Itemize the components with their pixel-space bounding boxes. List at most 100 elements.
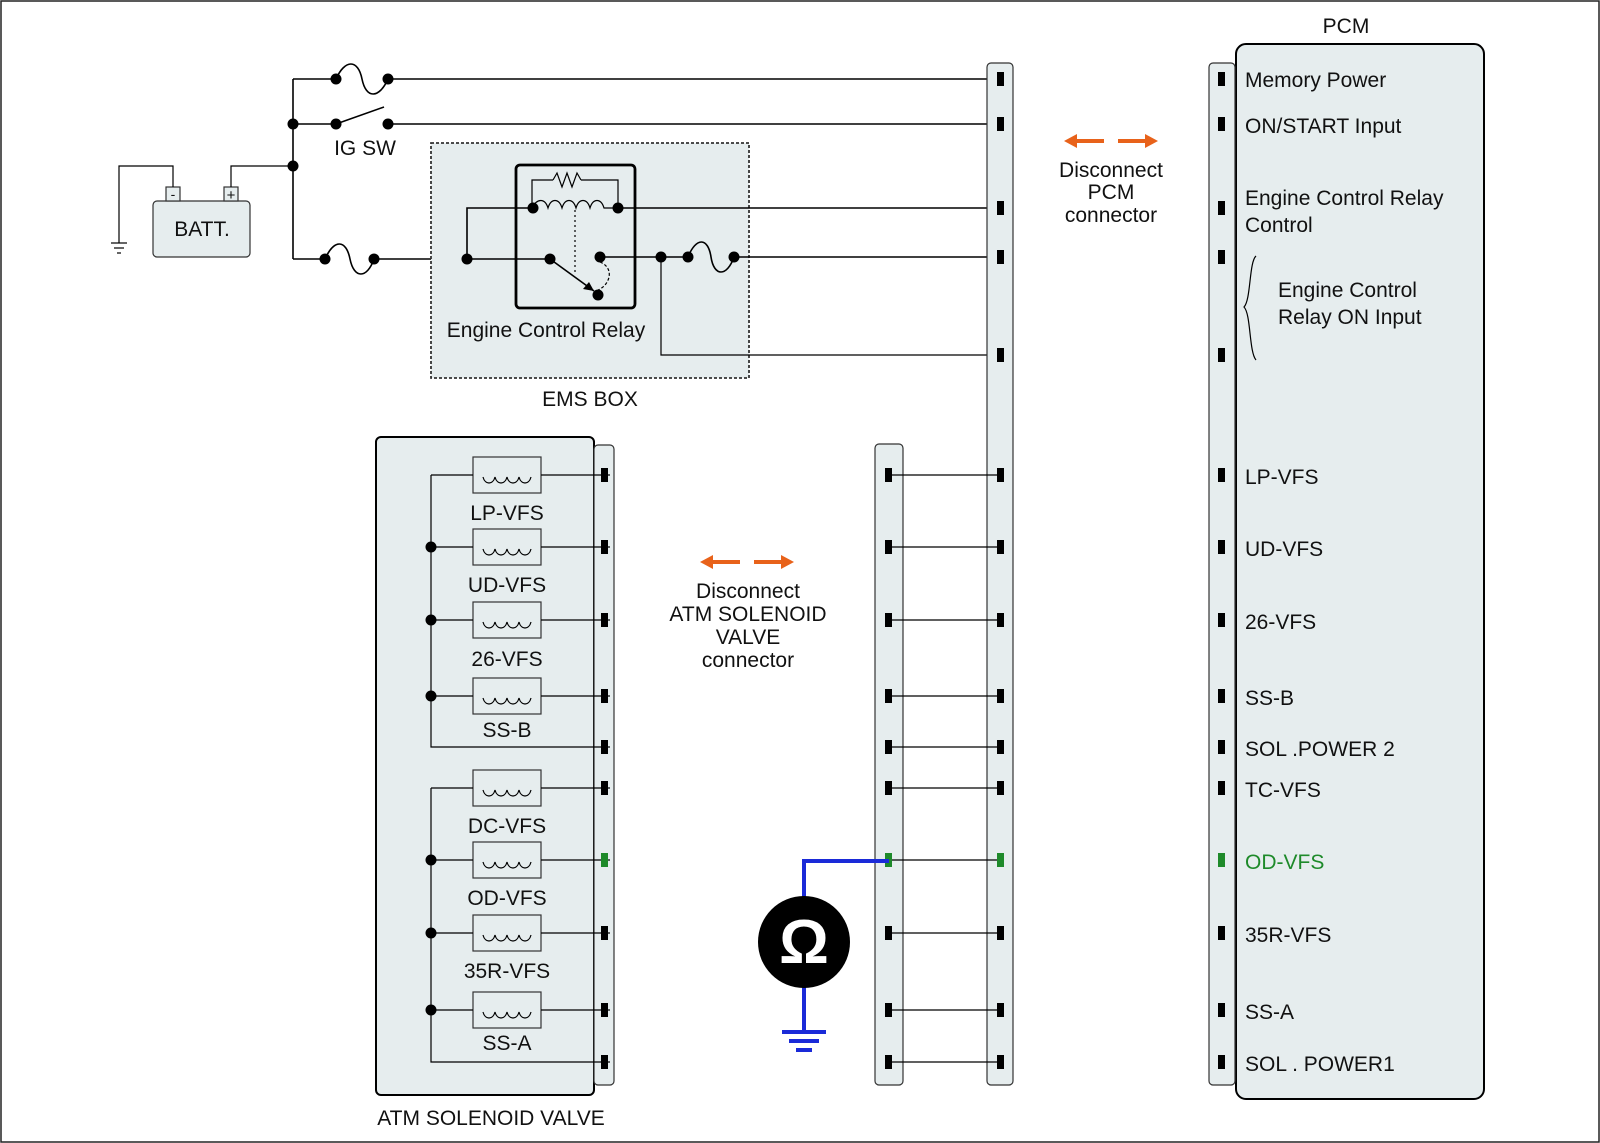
ohm-icon: Ω bbox=[779, 908, 829, 977]
pcm-pin bbox=[1218, 250, 1225, 264]
pcm-pin bbox=[1218, 689, 1225, 703]
pcm-pin bbox=[1218, 540, 1225, 554]
pcm-pin bbox=[1218, 1003, 1225, 1017]
pcm-pin bbox=[1218, 740, 1225, 754]
valve-pin bbox=[601, 1055, 608, 1069]
pcm-pin-label: Relay ON Input bbox=[1278, 306, 1422, 329]
pcm-pin-label: ON/START Input bbox=[1245, 115, 1402, 138]
harness-pin bbox=[997, 540, 1004, 554]
pcm-pin bbox=[1218, 117, 1225, 131]
harness-pin bbox=[885, 1003, 892, 1017]
pcm-pin-label: SOL . POWER1 bbox=[1245, 1053, 1395, 1076]
pcm-pin bbox=[1218, 72, 1225, 86]
atm-solenoid-valve-connector bbox=[593, 444, 615, 1086]
pcm-pin-label: Engine Control bbox=[1278, 279, 1417, 302]
harness-pin bbox=[997, 781, 1004, 795]
pcm-pin-label: LP-VFS bbox=[1245, 466, 1319, 489]
valve-pin bbox=[601, 781, 608, 795]
solenoid-label: SS-B bbox=[482, 719, 531, 742]
harness-pin bbox=[997, 117, 1004, 131]
solenoid-coil bbox=[472, 601, 542, 639]
atm-disconnect-line-3: VALVE bbox=[716, 626, 781, 649]
pcm-body bbox=[1235, 43, 1485, 1100]
pcm-pin-label: SS-A bbox=[1245, 1001, 1294, 1024]
solenoid-coil bbox=[472, 841, 542, 879]
harness-pin bbox=[997, 1003, 1004, 1017]
solenoid-coil bbox=[472, 677, 542, 715]
valve-pin bbox=[601, 740, 608, 754]
valve-pin bbox=[601, 613, 608, 627]
harness-pin bbox=[885, 740, 892, 754]
harness-pin bbox=[997, 201, 1004, 215]
pcm-pin-label: Control bbox=[1245, 214, 1313, 237]
relay-output-fuse bbox=[687, 241, 735, 273]
valve-pin bbox=[601, 689, 608, 703]
solenoid-coil bbox=[472, 769, 542, 807]
harness-pin bbox=[885, 540, 892, 554]
pcm-pin bbox=[1218, 201, 1225, 215]
harness-pin bbox=[885, 1055, 892, 1069]
solenoid-coil bbox=[472, 528, 542, 566]
harness-pin bbox=[885, 781, 892, 795]
solenoid-coil bbox=[472, 456, 542, 494]
atm-disconnect-line-4: connector bbox=[702, 649, 794, 672]
ems-box-label: EMS BOX bbox=[542, 388, 638, 411]
harness-pin bbox=[997, 348, 1004, 362]
solenoid-coil bbox=[472, 914, 542, 952]
atm-disconnect-arrows: Disconnect ATM SOLENOID VALVE connector bbox=[669, 555, 827, 672]
pcm-disconnect-line-1: Disconnect bbox=[1059, 159, 1163, 182]
valve-pin bbox=[601, 926, 608, 940]
engine-control-relay-label: Engine Control Relay bbox=[447, 319, 646, 342]
battery-negative-sign: - bbox=[171, 186, 176, 202]
solenoid-label: 26-VFS bbox=[471, 648, 542, 671]
memory-fuse bbox=[335, 63, 389, 95]
ig-switch-blade bbox=[335, 106, 385, 125]
pcm-pin bbox=[1218, 468, 1225, 482]
harness-pin bbox=[997, 853, 1004, 867]
pcm-pin bbox=[1218, 781, 1225, 795]
harness-pin bbox=[997, 250, 1004, 264]
harness-pcm-side-connector bbox=[986, 62, 1014, 1086]
harness-pin bbox=[885, 613, 892, 627]
valve-pin bbox=[601, 1003, 608, 1017]
battery-body bbox=[152, 200, 251, 258]
relay-resistor bbox=[552, 171, 582, 189]
pcm-connector bbox=[1208, 62, 1236, 1086]
pcm-disconnect-arrows: Disconnect PCM connector bbox=[1059, 134, 1163, 227]
battery-positive-sign: + bbox=[227, 187, 236, 204]
pcm-disconnect-line-2: PCM bbox=[1088, 181, 1135, 204]
solenoid-label: SS-A bbox=[482, 1032, 531, 1055]
relay-on-input-brace bbox=[1243, 255, 1257, 361]
ohmmeter-body bbox=[758, 896, 850, 988]
solenoid-coil bbox=[472, 991, 542, 1029]
pcm-pin-label: Memory Power bbox=[1245, 69, 1386, 92]
harness-atm-side-connector bbox=[874, 443, 904, 1086]
harness-pin bbox=[997, 468, 1004, 482]
harness-pin bbox=[997, 613, 1004, 627]
ohmmeter: Ω bbox=[758, 859, 889, 1052]
pcm-pin-label: 35R-VFS bbox=[1245, 924, 1331, 947]
pcm-pin bbox=[1218, 853, 1225, 867]
pcm-pin-label: SS-B bbox=[1245, 687, 1294, 710]
power-feed: IG SW bbox=[287, 63, 1003, 275]
atm-solenoid-valve-label: ATM SOLENOID VALVE bbox=[377, 1107, 605, 1130]
pcm-pin bbox=[1218, 613, 1225, 627]
valve-pin bbox=[601, 540, 608, 554]
harness-pin bbox=[885, 926, 892, 940]
pcm-title: PCM bbox=[1323, 15, 1370, 38]
pcm-pin-label: Engine Control Relay bbox=[1245, 187, 1444, 210]
atm-disconnect-line-1: Disconnect bbox=[696, 580, 800, 603]
relay-fuse bbox=[324, 243, 375, 275]
pcm-pin bbox=[1218, 348, 1225, 362]
pcm-pin bbox=[1218, 926, 1225, 940]
solenoid-label: OD-VFS bbox=[467, 887, 546, 910]
solenoid-label: 35R-VFS bbox=[464, 960, 550, 983]
harness-pin bbox=[885, 468, 892, 482]
ems-box: EMS BOX Engine Control Relay bbox=[430, 142, 1003, 411]
harness-pin bbox=[997, 72, 1004, 86]
pcm-pin-label: OD-VFS bbox=[1245, 851, 1324, 874]
pcm-pin-label: UD-VFS bbox=[1245, 538, 1323, 561]
